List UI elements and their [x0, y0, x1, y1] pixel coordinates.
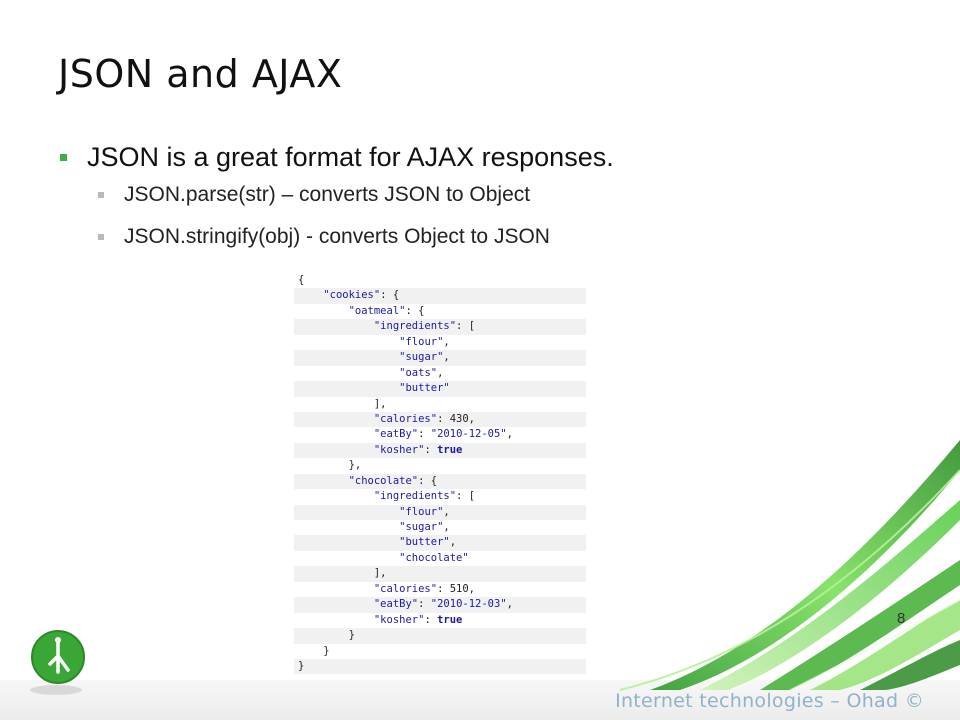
bullet-sub-1: JSON.parse(str) – converts JSON to Objec… — [98, 183, 530, 207]
code-line: "flour", — [399, 335, 450, 348]
code-line: "sugar", — [294, 350, 586, 366]
bullet-main-text: JSON is a great format for AJAX response… — [87, 142, 614, 172]
page-number: 8 — [897, 610, 906, 627]
footer-text: Internet technologies – Ohad © — [615, 690, 924, 712]
bullet-sub-2-text: JSON.stringify(obj) - converts Object to… — [124, 225, 550, 248]
code-line: "calories": 430, — [294, 411, 586, 428]
bullet-sub-2: JSON.stringify(obj) - converts Object to… — [98, 225, 550, 249]
code-line: "butter", — [294, 535, 586, 551]
code-line: "kosher": true — [294, 442, 586, 459]
university-logo-icon — [30, 630, 85, 695]
code-line: "oatmeal": { — [348, 304, 425, 317]
code-line: } — [294, 628, 586, 644]
code-line: "chocolate" — [399, 551, 469, 564]
footer-band — [0, 680, 960, 720]
bullet-square-icon — [98, 192, 104, 198]
bullet-sub-1-text: JSON.parse(str) – converts JSON to Objec… — [124, 183, 531, 206]
bullet-square-icon — [98, 234, 104, 240]
bullet-square-icon — [60, 154, 67, 161]
code-line: "kosher": true — [373, 613, 463, 626]
code-line: ], — [294, 566, 586, 582]
code-line: } — [294, 658, 586, 675]
code-line: "flour", — [294, 504, 586, 520]
code-line: "sugar", — [399, 521, 450, 533]
code-line: "eatBy": "2010-12-03", — [294, 597, 586, 613]
code-line: "calories": 510, — [373, 582, 476, 595]
code-line: ], — [298, 397, 387, 410]
code-line: "ingredients": [ — [294, 319, 586, 335]
code-line: "cookies": { — [294, 288, 586, 304]
code-line: "ingredients": [ — [373, 490, 476, 503]
code-line: "chocolate": { — [294, 473, 586, 490]
code-line: "butter" — [294, 381, 586, 397]
code-line: "eatBy": "2010-12-05", — [373, 428, 513, 441]
code-line: { — [298, 274, 305, 286]
code-line: }, — [298, 459, 362, 472]
code-line: "oats", — [399, 366, 444, 379]
bullet-main: JSON is a great format for AJAX response… — [60, 142, 614, 173]
code-line: } — [298, 644, 330, 657]
slide-title: JSON and AJAX — [58, 52, 343, 96]
json-code-sample: { "cookies": { "oatmeal": { "ingredients… — [294, 273, 586, 679]
